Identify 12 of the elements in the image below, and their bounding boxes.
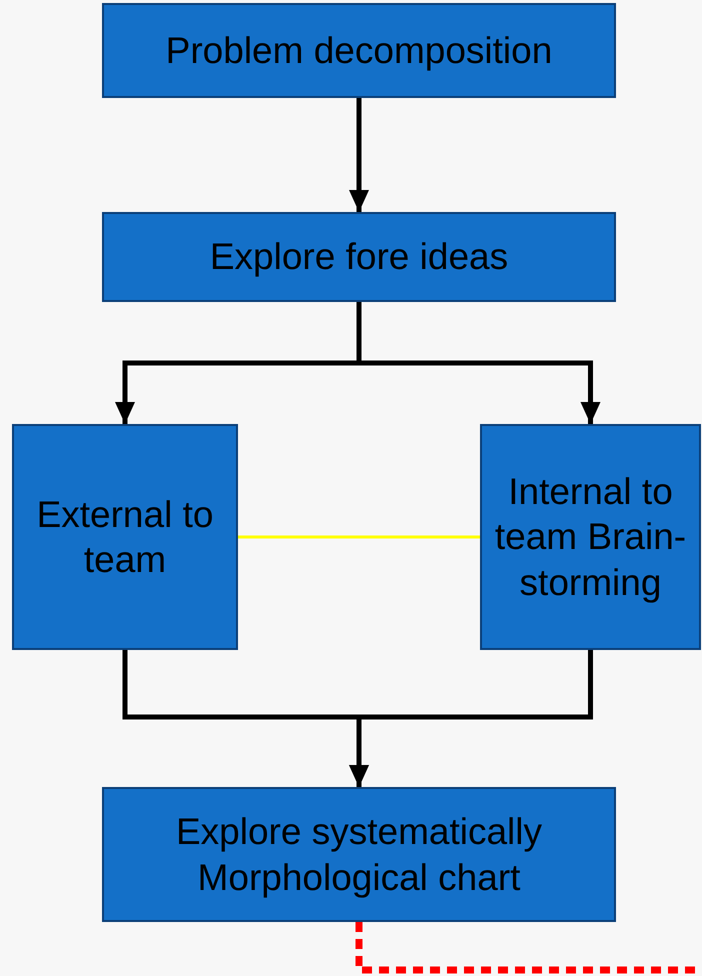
box-label: Problem decomposition	[166, 28, 552, 73]
process-box	[102, 3, 616, 98]
box-label: Explore systematically Morphological chart	[174, 810, 543, 900]
process-box	[102, 787, 616, 922]
box-label: Explore fore ideas	[210, 235, 508, 280]
process-box	[480, 424, 701, 650]
box-label: External to team	[36, 492, 214, 582]
connector-line	[238, 536, 480, 538]
arrow	[349, 98, 369, 212]
process-box	[12, 424, 238, 650]
process-box	[102, 212, 616, 302]
box-label: Internal to team Brain-storming	[494, 470, 688, 605]
